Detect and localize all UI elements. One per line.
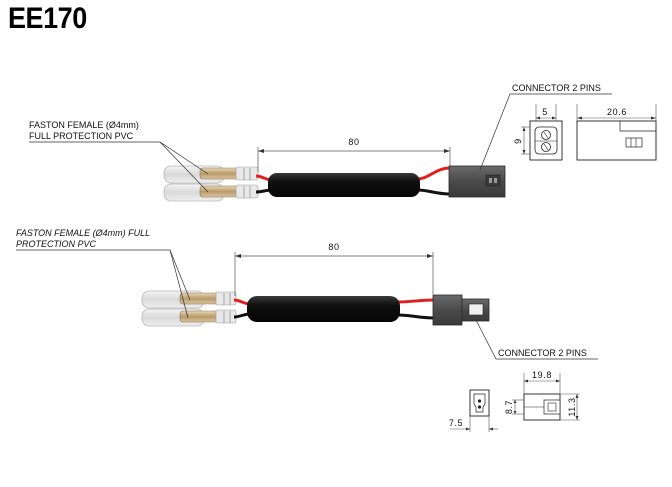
page-title: EE170 [8, 2, 87, 35]
top-length-label: 80 [348, 137, 359, 147]
bottom-faston-label-line1: FASTON FEMALE (Ø4mm) FULL [16, 228, 150, 238]
top-faston-label-line1: FASTON FEMALE (Ø4mm) [29, 120, 139, 130]
bottom-assembly: 80 FASTON FEMALE (Ø4mm) FULL PROTECTION … [16, 228, 598, 432]
top-connector-label: CONNECTOR 2 PINS [512, 83, 601, 93]
top-heatshrink-sleeve [268, 173, 420, 197]
bottom-connector-front-view: 7.5 [449, 389, 498, 432]
bottom-outer-height-label: 11.3 [567, 397, 577, 416]
top-assembly: 80 FASTON FEMALE (Ø4mm) FULL PROTECTION … [29, 83, 657, 202]
bottom-length-label: 80 [328, 242, 339, 252]
top-length-dim-label: 20.6 [607, 107, 627, 117]
top-connector [448, 165, 506, 198]
top-connector-side-view: 20.6 [576, 104, 657, 161]
top-faston-terminals [163, 165, 259, 202]
top-height-dim-label: 9 [513, 138, 523, 144]
bottom-front-width-label: 7.5 [449, 418, 463, 428]
bottom-connector-side-view: 19.8 8.7 11.3 [504, 370, 580, 421]
bottom-heatshrink-sleeve [247, 296, 400, 322]
bottom-faston-label-line2: PROTECTION PVC [16, 239, 97, 249]
bottom-connector-label: CONNECTOR 2 PINS [498, 348, 587, 358]
top-width-dim-label: 5 [542, 107, 548, 117]
bottom-length-dimension: 80 [234, 242, 434, 296]
bottom-inner-height-label: 8.7 [504, 400, 514, 414]
top-length-dimension: 80 [257, 137, 451, 172]
top-faston-label-line2: FULL PROTECTION PVC [29, 131, 134, 141]
bottom-side-length-label: 19.8 [532, 370, 552, 380]
bottom-faston-terminals [141, 290, 237, 327]
top-connector-front-view: 5 9 [513, 104, 563, 161]
bottom-connector [432, 294, 490, 326]
